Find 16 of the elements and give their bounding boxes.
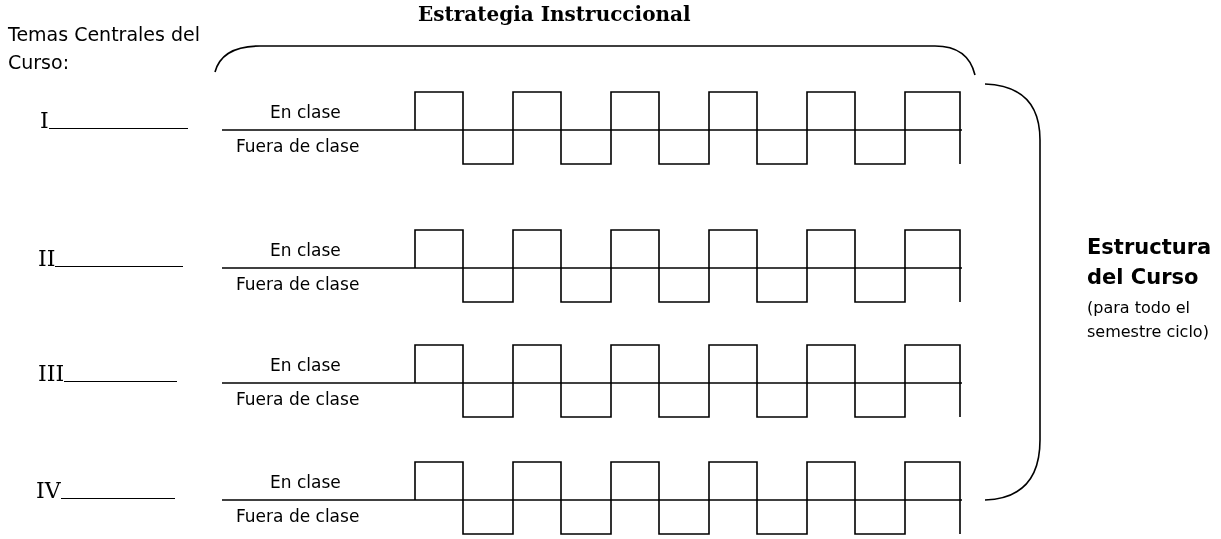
row-label: Fuera de clase [236, 389, 360, 409]
row-label: Fuera de clase [236, 136, 360, 156]
row-label: Fuera de clase [236, 506, 360, 526]
structure-note: (para todo el semestre ciclo) [1087, 297, 1210, 343]
roman-numeral: II [38, 246, 56, 271]
heading-text: Estrategia Instruccional [418, 2, 691, 26]
row-label: En clase [270, 102, 341, 122]
row-label: En clase [270, 240, 341, 260]
topics-heading: Temas Centrales del Curso: [8, 22, 201, 75]
row-label: Fuera de clase [236, 274, 360, 294]
roman-numeral: III [38, 361, 65, 386]
roman-numeral: IV [36, 478, 61, 503]
row-label: En clase [270, 472, 341, 492]
roman-numeral: I [40, 108, 49, 133]
structure-heading: Estructura del Curso [1087, 234, 1213, 291]
row-label: En clase [270, 355, 341, 375]
